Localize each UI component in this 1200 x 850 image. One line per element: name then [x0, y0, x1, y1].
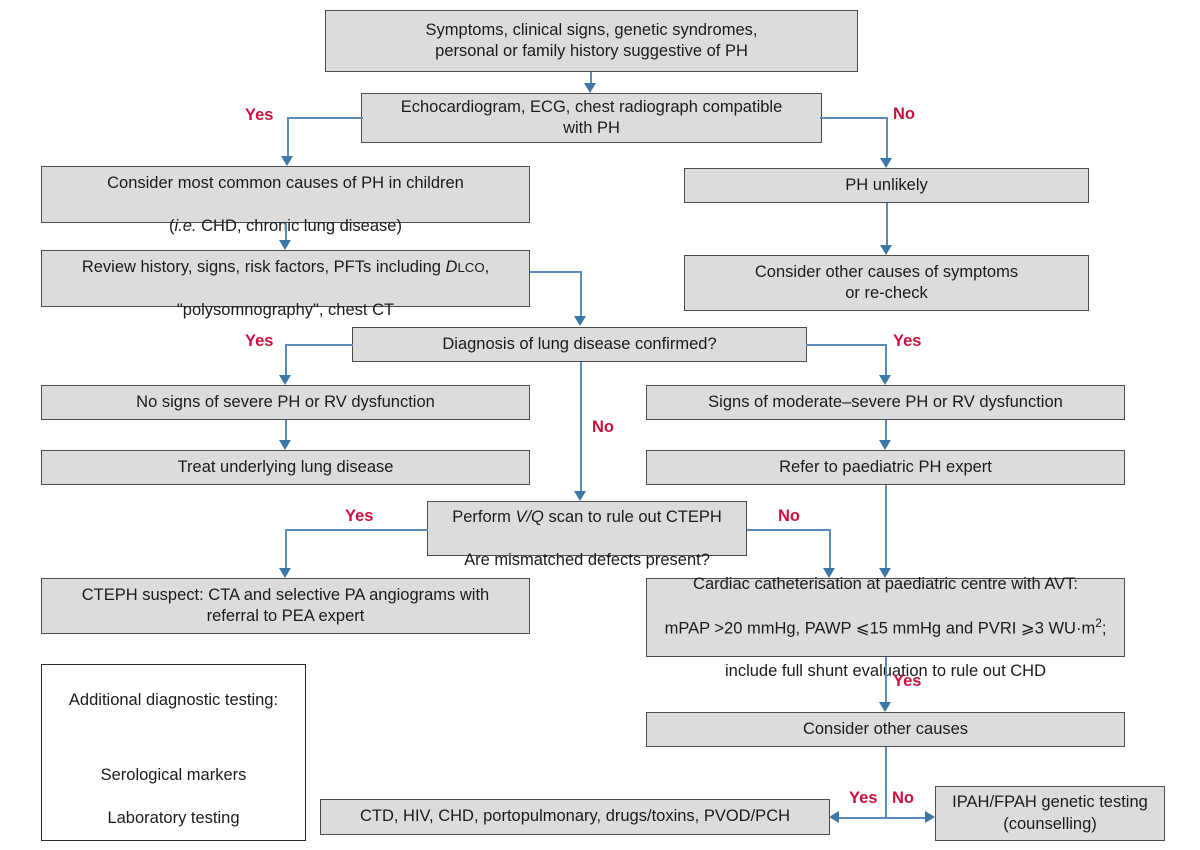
cath-line2-b: ;	[1101, 619, 1107, 638]
label-bottom-yes: Yes	[849, 789, 878, 807]
node-symptoms: Symptoms, clinical signs, genetic syndro…	[325, 10, 858, 72]
node-treat-lung-disease: Treat underlying lung disease	[41, 450, 530, 485]
edge-symptoms-to-echo	[590, 72, 592, 83]
arrow-echo-no	[880, 158, 892, 168]
edge-echo-yes-v	[287, 117, 289, 156]
edge-review-to-lungq-h	[530, 271, 581, 273]
panel-additional-diagnostic-testing: Additional diagnostic testing: Serologic…	[41, 664, 306, 841]
edge-modsevere-to-refer	[885, 420, 887, 440]
node-lung-disease-question: Diagnosis of lung disease confirmed?	[352, 327, 807, 362]
arrow-consider-yes	[829, 811, 839, 823]
arrow-cath-to-consider	[879, 702, 891, 712]
edge-lungq-yes-left-h	[285, 344, 353, 346]
common-causes-line2: CHD, chronic lung disease)	[196, 216, 402, 235]
node-cteph-suspect: CTEPH suspect: CTA and selective PA angi…	[41, 578, 530, 634]
common-causes-line1: Consider most common causes of PH in chi…	[107, 174, 464, 193]
label-cath-yes: Yes	[893, 672, 922, 690]
review-line2: "polysomnography", chest CT	[176, 300, 395, 319]
list-item: Laboratory testing	[107, 808, 240, 827]
cath-line3: include full shunt evaluation to rule ou…	[724, 661, 1047, 680]
edge-cath-to-consider	[885, 657, 887, 702]
cath-line2-a: mPAP >20 mmHg, PAWP ⩽15 mmHg and PVRI ⩾3…	[664, 619, 1096, 638]
node-ph-unlikely: PH unlikely	[684, 168, 1089, 203]
node-refer-ph-expert: Refer to paediatric PH expert	[646, 450, 1125, 485]
arrow-review-to-lungq	[574, 316, 586, 326]
arrow-echo-yes	[281, 156, 293, 166]
edge-consider-down	[885, 747, 887, 817]
edge-lungq-no-v	[580, 362, 582, 491]
arrow-phunlikely-to-othercauses	[880, 245, 892, 255]
label-lungq-yes-right: Yes	[893, 332, 922, 350]
label-echo-yes: Yes	[245, 106, 274, 124]
arrow-vq-no	[823, 568, 835, 578]
edge-echo-no-v	[886, 117, 888, 158]
edge-lungq-yes-right-h	[806, 344, 886, 346]
edge-consider-yes-h	[838, 817, 886, 819]
review-line1-post: ,	[484, 258, 490, 277]
edge-vq-no-v	[829, 529, 831, 568]
node-vq-scan-question: Perform V/Q scan to rule out CTEPH Are m…	[427, 501, 747, 569]
dlco-d: D	[445, 258, 458, 277]
cath-line1: Cardiac catheterisation at paediatric ce…	[693, 575, 1078, 594]
edge-review-to-lungq-v	[580, 271, 582, 316]
edge-vq-yes-v	[285, 529, 287, 568]
vq-line2: Are mismatched defects present?	[464, 550, 710, 569]
panel-list: Serological markers Laboratory testing L…	[48, 744, 299, 850]
arrow-modsevere-to-refer	[879, 440, 891, 450]
label-bottom-no: No	[892, 789, 914, 807]
node-cardiac-catheterisation: Cardiac catheterisation at paediatric ce…	[646, 575, 1125, 680]
edge-vq-yes-h	[285, 529, 428, 531]
node-other-causes-symptoms: Consider other causes of symptoms or re-…	[684, 255, 1089, 311]
edge-common-to-review	[285, 223, 287, 240]
node-ipah-fpah-genetic-testing: IPAH/FPAH genetic testing (counselling)	[935, 786, 1165, 841]
edge-phunlikely-to-othercauses	[886, 203, 888, 245]
edge-lungq-yes-left-v	[285, 344, 287, 375]
label-vq-no: No	[778, 507, 800, 525]
edge-nosevere-to-treat	[285, 420, 287, 440]
panel-title: Additional diagnostic testing:	[68, 691, 279, 710]
arrow-refer-to-cath	[879, 568, 891, 578]
label-lungq-yes-left: Yes	[245, 332, 274, 350]
node-consider-other-causes: Consider other causes	[646, 712, 1125, 747]
edge-echo-no-h	[820, 117, 887, 119]
edge-lungq-yes-right-v	[885, 344, 887, 375]
arrow-lungq-yes-right	[879, 375, 891, 385]
label-echo-no: No	[893, 105, 915, 123]
node-moderate-severe-ph: Signs of moderate–severe PH or RV dysfun…	[646, 385, 1125, 420]
arrow-symptoms-to-echo	[584, 83, 596, 93]
label-vq-yes: Yes	[345, 507, 374, 525]
arrow-lungq-no	[574, 491, 586, 501]
arrow-common-to-review	[279, 240, 291, 250]
common-causes-ie: i.e.	[174, 216, 197, 235]
label-lungq-no: No	[592, 418, 614, 436]
node-review-history: Review history, signs, risk factors, PFT…	[41, 250, 530, 319]
edge-refer-to-cath	[885, 485, 887, 568]
list-item: Serological markers	[100, 766, 247, 785]
edge-echo-yes-h	[287, 117, 363, 119]
vq-line1-pre: Perform	[452, 508, 516, 527]
review-line1-pre: Review history, signs, risk factors, PFT…	[81, 258, 446, 277]
arrow-lungq-yes-left	[279, 375, 291, 385]
arrow-vq-yes	[279, 568, 291, 578]
cath-line2-sup: 2	[1095, 616, 1102, 631]
node-no-severe-ph: No signs of severe PH or RV dysfunction	[41, 385, 530, 420]
vq-line1-post: scan to rule out CTEPH	[543, 508, 722, 527]
node-ctd-list: CTD, HIV, CHD, portopulmonary, drugs/tox…	[320, 799, 830, 835]
edge-consider-no-h	[885, 817, 926, 819]
vq-abbrev: V/Q	[515, 508, 544, 527]
arrow-consider-no	[925, 811, 935, 823]
dlco-lco: LCO	[457, 260, 485, 276]
edge-vq-no-h	[747, 529, 830, 531]
node-common-causes: Consider most common causes of PH in chi…	[41, 166, 530, 235]
arrow-nosevere-to-treat	[279, 440, 291, 450]
node-echocardiogram: Echocardiogram, ECG, chest radiograph co…	[361, 93, 822, 143]
